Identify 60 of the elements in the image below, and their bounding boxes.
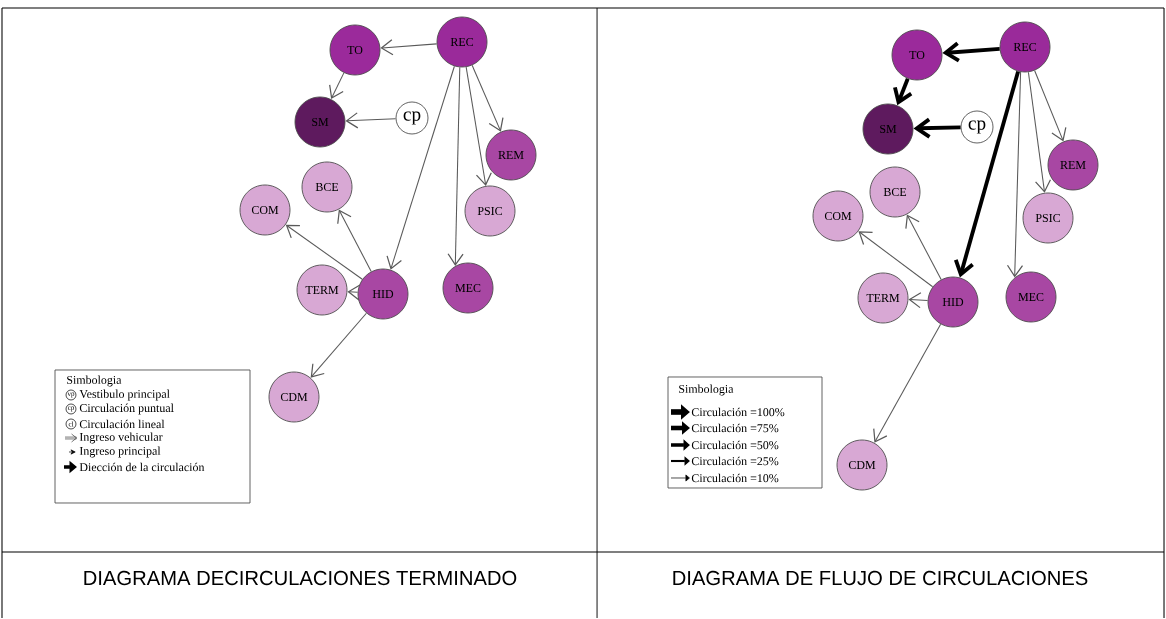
- legend-text: Diección de la circulación: [79, 462, 205, 472]
- circle-node: CDM: [836, 439, 888, 491]
- legend-text: Circulación =25%: [691, 456, 779, 466]
- circle-node: REC: [999, 21, 1051, 73]
- circle-node: HID: [927, 276, 979, 328]
- circle-node: TERM: [296, 264, 348, 316]
- legend-text: Circulación =100%: [691, 407, 785, 417]
- legend-text: Circulación puntual: [79, 403, 174, 415]
- caption-text: DIAGRAMA DECIRCULACIONES TERMINADO: [84, 570, 517, 586]
- circle-node: TERM: [857, 272, 909, 324]
- arrow: [913, 117, 961, 139]
- circle-node: MEC: [442, 262, 494, 314]
- legend-text: Circulación =50%: [691, 440, 779, 450]
- legend-title: Simbologia: [67, 375, 122, 387]
- circle-node: TO: [329, 24, 381, 76]
- circle-node: cp: [395, 101, 429, 135]
- arrow: [942, 41, 1000, 63]
- circle-node: MEC: [1005, 271, 1057, 323]
- circle-node: COM: [239, 184, 291, 236]
- arrow: [310, 312, 367, 378]
- circle-node: REC: [436, 16, 488, 68]
- arrow: [1034, 70, 1067, 142]
- arrow: [329, 72, 345, 100]
- arrow: [905, 214, 942, 280]
- legend-text: Ingreso vehicular: [79, 432, 163, 444]
- arrow: [345, 112, 397, 129]
- arrow: [386, 65, 455, 270]
- circle-node: HID: [357, 268, 409, 320]
- circle-node: TO: [891, 29, 943, 81]
- legend-text: Ingreso principal: [79, 446, 161, 458]
- circle-node: PSIC: [1022, 192, 1074, 244]
- legend-title: Simbologia: [679, 384, 734, 396]
- arrow: [380, 39, 438, 56]
- legend-text: Circulación =10%: [691, 473, 779, 483]
- arrow: [908, 292, 929, 309]
- arrow: [285, 224, 363, 280]
- arrow: [465, 66, 492, 186]
- arrow: [1006, 71, 1024, 278]
- circle-node: BCE: [869, 166, 921, 218]
- arrow: [337, 209, 372, 272]
- legend-text: Circulación lineal: [79, 419, 165, 429]
- circle-node: REM: [1047, 139, 1099, 191]
- circle-node: BCE: [301, 161, 353, 213]
- legend-text: Vestibulo principal: [79, 389, 170, 401]
- arrow: [954, 70, 1020, 278]
- circle-node: SM: [862, 103, 914, 155]
- circle-node: cp: [960, 110, 994, 144]
- circle-node: SM: [294, 96, 346, 148]
- arrow: [1027, 71, 1052, 193]
- arrow: [893, 77, 913, 106]
- arrow: [858, 231, 934, 288]
- circle-node: COM: [812, 190, 864, 242]
- legend-text: Circulación =75%: [691, 423, 779, 433]
- circle-node: REM: [485, 129, 537, 181]
- arrow: [447, 66, 464, 266]
- arrow: [471, 64, 504, 132]
- circle-node: PSIC: [464, 185, 516, 237]
- caption-text: DIAGRAMA DE FLUJO DE CIRCULACIONES: [673, 570, 1088, 586]
- circle-node: CDM: [268, 371, 320, 423]
- arrow: [873, 323, 942, 443]
